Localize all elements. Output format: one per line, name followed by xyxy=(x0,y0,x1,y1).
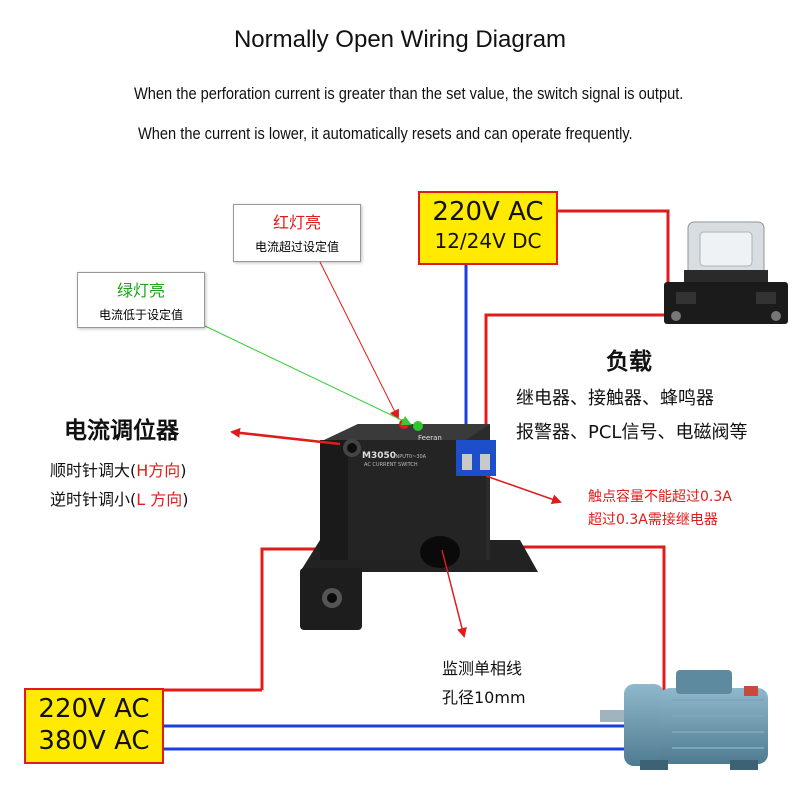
green-light-title: 绿灯亮 xyxy=(116,281,165,300)
motor-image xyxy=(600,670,768,770)
bottom-supply-line-2: 380V AC xyxy=(38,726,150,756)
bottom-supply-line-1: 220V AC xyxy=(38,694,150,724)
counterclockwise-prefix: 逆时针调小( xyxy=(50,490,137,509)
clockwise-prefix: 顺时针调大( xyxy=(50,461,137,480)
clockwise-suffix: ) xyxy=(180,461,187,480)
load-title: 负载 xyxy=(606,349,652,375)
red-light-label: 红灯亮 电流超过设定值 xyxy=(233,204,361,262)
description-line-2: When the current is lower, it automatica… xyxy=(138,124,633,143)
top-supply-line-2: 12/24V DC xyxy=(434,229,542,253)
green-light-label: 绿灯亮 电流低于设定值 xyxy=(77,272,205,328)
device-model-label: M3050 xyxy=(362,451,396,461)
diagram-title: Normally Open Wiring Diagram xyxy=(233,26,567,53)
red-light-text: 电流超过设定值 xyxy=(254,240,339,254)
potentiometer-title: 电流调位器 xyxy=(64,418,179,444)
current-switch-device xyxy=(300,419,538,630)
device-brand-label: Feeran xyxy=(418,434,442,442)
device-input-label: INPUT0~30A xyxy=(394,454,427,460)
clockwise-text: 顺时针调大(H方向) xyxy=(50,457,187,481)
red-light-title: 红灯亮 xyxy=(272,213,321,232)
top-supply-voltage-box: 220V AC 12/24V DC xyxy=(418,191,558,265)
monitor-line-2: 孔径10mm xyxy=(442,688,526,707)
counterclockwise-suffix: ) xyxy=(182,490,189,509)
load-line-1: 继电器、接触器、蜂鸣器 xyxy=(516,388,714,409)
contact-capacity-line-2: 超过0.3A需接继电器 xyxy=(588,512,718,528)
relay-image xyxy=(664,221,788,324)
counterclockwise-text: 逆时针调小(L 方向) xyxy=(50,486,189,510)
counterclockwise-direction: L 方向 xyxy=(136,490,183,509)
bottom-supply-wires xyxy=(160,545,666,751)
bottom-supply-voltage-box: 220V AC 380V AC xyxy=(24,688,164,764)
clockwise-direction: H方向 xyxy=(136,461,181,480)
green-light-text: 电流低于设定值 xyxy=(98,308,183,322)
monitor-line-1: 监测单相线 xyxy=(442,659,523,678)
contact-capacity-line-1: 触点容量不能超过0.3A xyxy=(588,489,732,505)
load-line-2: 报警器、PCL信号、电磁阀等 xyxy=(516,422,748,443)
top-supply-line-1: 220V AC xyxy=(432,197,544,227)
description-line-1: When the perforation current is greater … xyxy=(134,84,684,103)
device-type-label: AC CURRENT SWITCH xyxy=(364,462,418,468)
callout-arrows xyxy=(204,261,562,638)
